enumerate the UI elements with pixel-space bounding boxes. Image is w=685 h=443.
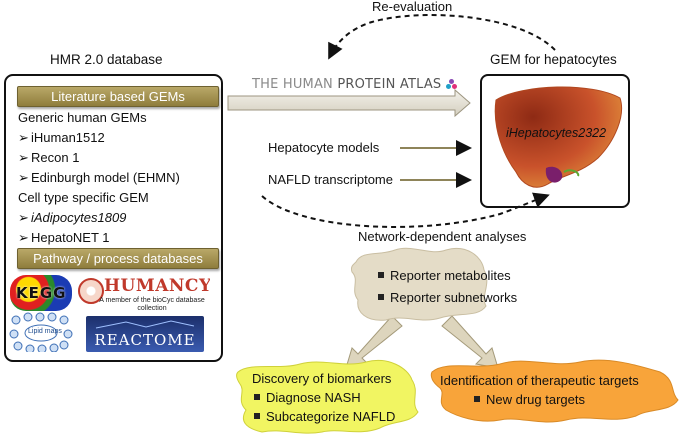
arrow-bullet-icon: ➢	[18, 210, 29, 225]
generic-gem-item: ➢Recon 1	[18, 150, 80, 165]
celltype-gem-item: ➢iAdipocytes1809	[18, 210, 127, 225]
targets-title: Identification of therapeutic targets	[440, 373, 639, 388]
generic-gems-heading: Generic human GEMs	[18, 110, 147, 125]
gem-model-name: iHepatocytes2322	[506, 126, 607, 140]
kegg-logo-text: KEGG	[16, 284, 67, 302]
gem-hepatocytes-box: iHepatocytes2322	[480, 74, 630, 208]
gem-title: GEM for hepatocytes	[490, 52, 617, 67]
literature-gems-header: Literature based GEMs	[17, 86, 219, 107]
reactome-text: REACTOME	[94, 331, 196, 349]
hepatocyte-models-label: Hepatocyte models	[268, 140, 380, 155]
hmr-database-panel: Literature based GEMs Generic human GEMs…	[4, 74, 223, 362]
targets-blob	[430, 359, 679, 423]
hpa-text-part1: THE HUMAN	[252, 77, 338, 92]
arrow-bullet-icon: ➢	[18, 150, 29, 165]
arrow-to-targets	[441, 315, 499, 369]
kegg-logo: KEGG	[10, 275, 72, 311]
reporter-blob	[351, 247, 488, 321]
bullet-square-icon	[474, 396, 480, 402]
network-analyses-title: Network-dependent analyses	[358, 229, 527, 244]
humancyc-title: HUMANCYC	[104, 276, 210, 296]
bullet-square-icon	[254, 413, 260, 419]
hpa-dots-icon	[445, 78, 458, 91]
reporter-item: Reporter subnetworks	[378, 290, 517, 305]
liver-icon	[494, 86, 622, 188]
reevaluation-label: Re-evaluation	[372, 0, 453, 14]
arrow-bullet-icon: ➢	[18, 130, 29, 145]
biomarker-item: Diagnose NASH	[254, 390, 361, 405]
biomarker-item: Subcategorize NAFLD	[254, 409, 395, 424]
reevaluation-arc	[328, 14, 556, 60]
humancyc-logo: HUMANCYC A member of the bioCyc database…	[78, 276, 210, 316]
bullet-square-icon	[254, 394, 260, 400]
lipidmaps-logo: Lipid maps	[8, 312, 74, 352]
lipidmaps-text: Lipid maps	[28, 328, 62, 335]
hpa-logo: THE HUMAN PROTEIN ATLAS	[252, 77, 458, 92]
generic-gem-item: ➢Edinburgh model (EHMN)	[18, 170, 180, 185]
humancyc-subtitle: A member of the bioCyc database collecti…	[99, 297, 205, 312]
hmr-title: HMR 2.0 database	[50, 52, 163, 67]
arrow-bullet-icon: ➢	[18, 230, 29, 245]
reactome-logo: REACTOME	[86, 316, 204, 352]
bullet-square-icon	[378, 294, 384, 300]
hpa-text-part2: PROTEIN ATLAS	[337, 77, 442, 92]
celltype-gem-heading: Cell type specific GEM	[18, 190, 149, 205]
celltype-gem-item: ➢HepatoNET 1	[18, 230, 110, 245]
reporter-item: Reporter metabolites	[378, 268, 511, 283]
humancyc-seal-icon	[78, 278, 104, 304]
hpa-arrow	[227, 88, 471, 118]
biomarkers-title: Discovery of biomarkers	[252, 371, 392, 386]
target-item: New drug targets	[474, 392, 585, 407]
pathway-databases-header: Pathway / process databases	[17, 248, 219, 269]
generic-gem-item: ➢iHuman1512	[18, 130, 105, 145]
biomarkers-blob	[236, 360, 419, 434]
nafld-transcriptome-label: NAFLD transcriptome	[268, 172, 393, 187]
bullet-square-icon	[378, 272, 384, 278]
arrow-bullet-icon: ➢	[18, 170, 29, 185]
